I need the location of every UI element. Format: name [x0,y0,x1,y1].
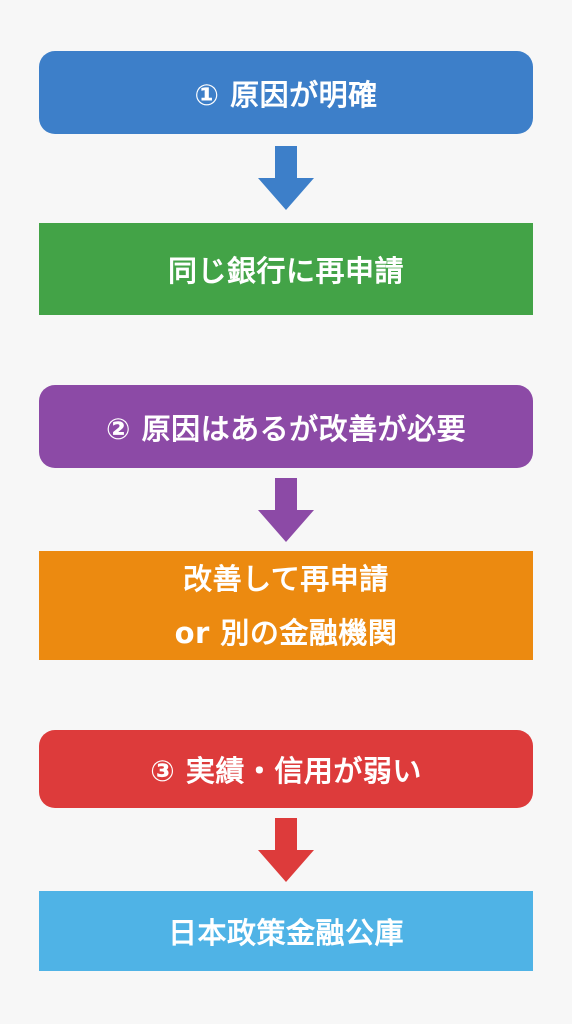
result-label-3: 日本政策金融公庫 [167,916,404,950]
result-box-1: 同じ銀行に再申請 [39,223,533,315]
down-arrow-icon [256,146,316,212]
result-box-2: 改善して再申請 or 別の金融機関 [39,551,533,660]
down-arrow-icon [256,818,316,884]
condition-label-2: ② 原因はあるが改善が必要 [105,411,467,446]
condition-label-1: ① 原因が明確 [194,77,378,112]
down-arrow-icon [256,478,316,544]
result-label-2-line-2: or 別の金融機関 [174,615,398,650]
result-label-1: 同じ銀行に再申請 [167,254,404,288]
result-label-2-line-1: 改善して再申請 [183,561,389,596]
result-box-3: 日本政策金融公庫 [39,891,533,971]
condition-box-3: ③ 実績・信用が弱い [39,730,533,808]
condition-box-2: ② 原因はあるが改善が必要 [39,385,533,468]
condition-box-1: ① 原因が明確 [39,51,533,134]
condition-label-3: ③ 実績・信用が弱い [150,754,422,788]
